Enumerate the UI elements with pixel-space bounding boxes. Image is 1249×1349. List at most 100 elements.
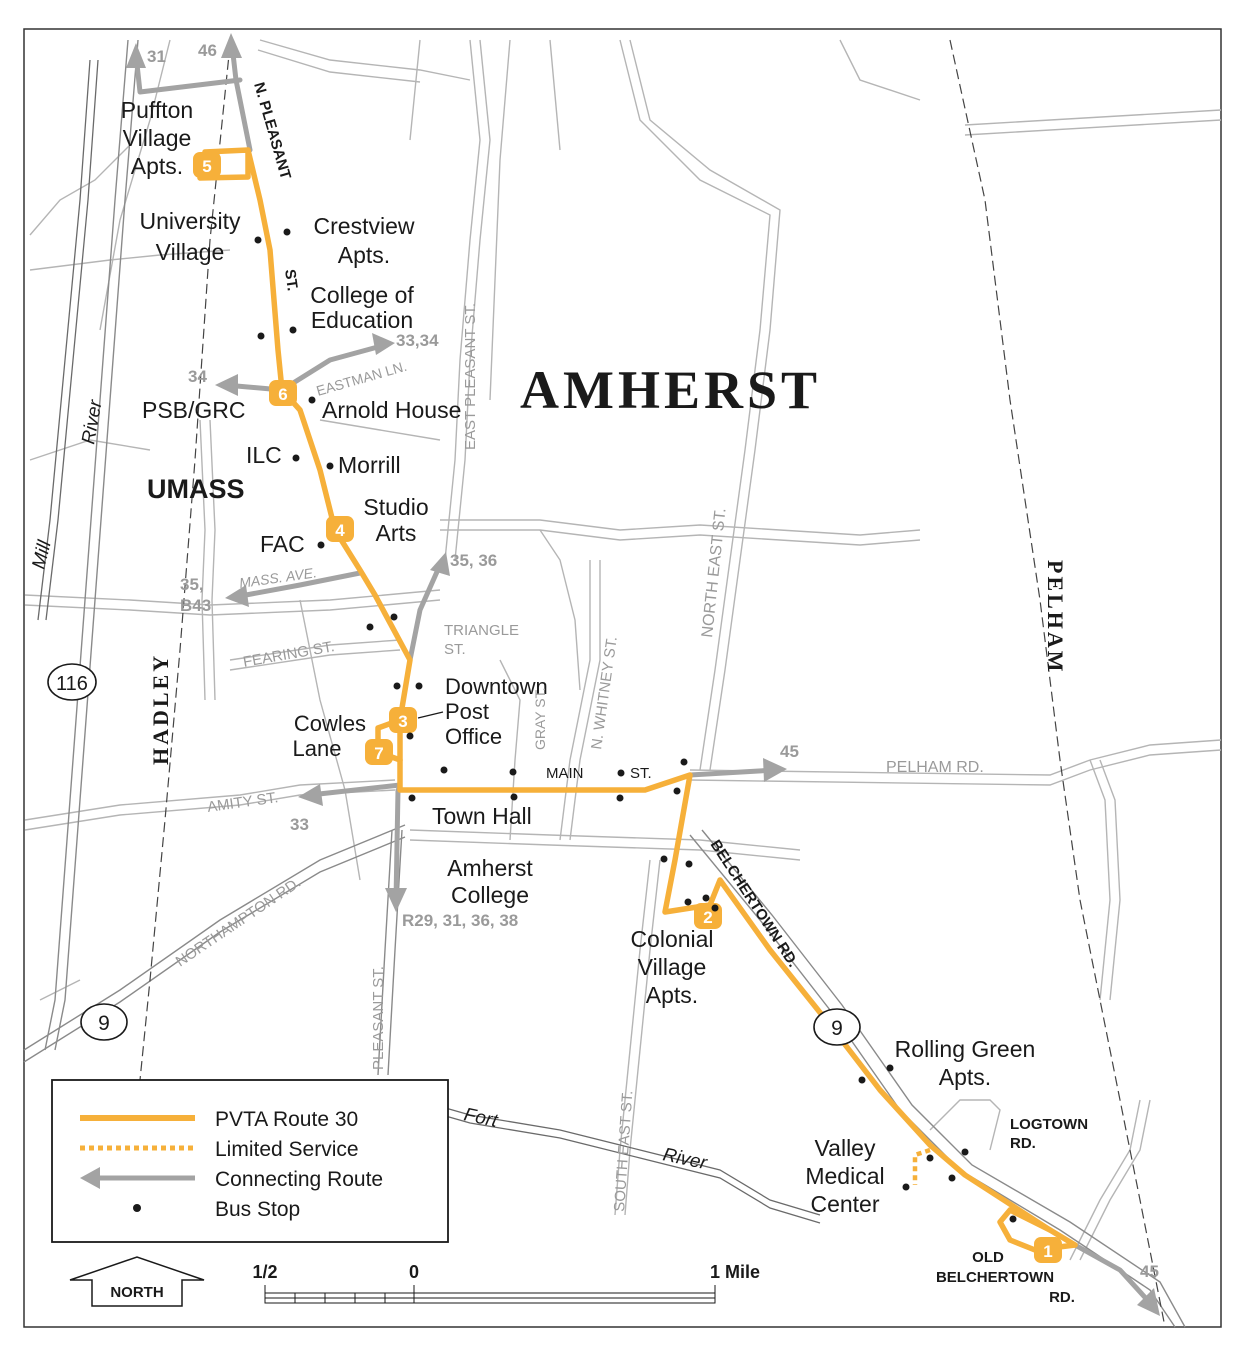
svg-text:Puffton: Puffton: [121, 97, 193, 123]
legend-bus-stop: Bus Stop: [215, 1198, 300, 1221]
conn-label-35-b43: 35, B43: [180, 575, 211, 615]
place-arnold-house: Arnold House: [322, 397, 461, 423]
scale-bar: 1/2 0 1 Mile: [252, 1262, 760, 1304]
svg-text:Amherst: Amherst: [447, 855, 533, 881]
legend-route: PVTA Route 30: [215, 1108, 358, 1131]
street-triangle-st: TRIANGLE ST.: [444, 622, 519, 658]
svg-text:Apts.: Apts.: [338, 242, 390, 268]
stop-marker-4[interactable]: 4: [326, 516, 354, 542]
svg-text:9: 9: [98, 1012, 110, 1035]
svg-text:9: 9: [831, 1017, 843, 1040]
town-boundaries: [139, 39, 1166, 1328]
street-main-st: ST.: [630, 765, 652, 782]
rivers: [37, 59, 821, 1224]
place-morrill: Morrill: [338, 452, 401, 478]
svg-text:Village: Village: [638, 954, 707, 980]
svg-text:Center: Center: [810, 1191, 879, 1217]
conn-label-31: 31: [147, 47, 166, 66]
svg-text:Post: Post: [445, 699, 489, 724]
svg-text:BELCHERTOWN: BELCHERTOWN: [936, 1269, 1054, 1286]
svg-text:Colonial: Colonial: [630, 926, 713, 952]
conn-label-34: 34: [188, 367, 207, 386]
place-colonial-village: Colonial Village Apts.: [630, 926, 713, 1008]
svg-text:College of: College of: [310, 282, 414, 308]
north-arrow: NORTH: [69, 1256, 205, 1307]
svg-text:ST.: ST.: [444, 641, 466, 658]
svg-text:RD.: RD.: [1049, 1289, 1075, 1306]
place-cowles-lane: Cowles Lane: [293, 711, 367, 761]
svg-text:Downtown: Downtown: [445, 674, 548, 699]
stop-marker-1[interactable]: 1: [1034, 1237, 1062, 1263]
route-9-shield-west: 9: [80, 1003, 128, 1041]
svg-text:Crestview: Crestview: [314, 213, 415, 239]
street-n-pleasant-st: ST.: [281, 268, 301, 292]
street-main: MAIN: [546, 765, 584, 782]
legend-limited: Limited Service: [215, 1138, 359, 1161]
conn-label-33: 33: [290, 815, 309, 834]
svg-text:7: 7: [374, 744, 383, 763]
place-crestview: Crestview Apts.: [314, 213, 415, 268]
bus-stop-dots: [254, 228, 1017, 1223]
route-116-shield: 116: [47, 663, 97, 701]
place-rolling-green: Rolling Green Apts.: [895, 1036, 1036, 1090]
street-east-pleasant: EAST PLEASANT ST.: [462, 303, 479, 450]
svg-text:116: 116: [56, 673, 88, 695]
street-pelham-rd: PELHAM RD.: [886, 759, 984, 776]
post-office-leader: [417, 711, 444, 719]
conn-label-35-36: 35, 36: [450, 551, 497, 570]
svg-text:Office: Office: [445, 724, 502, 749]
svg-text:Valley: Valley: [815, 1135, 876, 1161]
stop-marker-3[interactable]: 3: [389, 707, 417, 733]
stop-marker-6[interactable]: 6: [269, 380, 297, 406]
svg-text:4: 4: [335, 521, 345, 540]
svg-text:Lane: Lane: [293, 736, 342, 761]
stop-marker-5[interactable]: 5: [193, 152, 221, 178]
street-old-belchertown-rd: OLD BELCHERTOWN RD.: [936, 1249, 1075, 1306]
svg-text:Village: Village: [156, 239, 225, 265]
place-amherst-college: Amherst College: [447, 855, 533, 908]
legend-connecting: Connecting Route: [215, 1168, 383, 1191]
svg-text:Apts.: Apts.: [939, 1064, 991, 1090]
town-label-amherst: AMHERST: [520, 360, 821, 420]
place-studio-arts: Studio Arts: [363, 494, 428, 546]
svg-text:Cowles: Cowles: [294, 711, 366, 736]
svg-text:RD.: RD.: [1010, 1135, 1036, 1152]
pleasant-st-south: [377, 829, 403, 1076]
route-9-shield-east: 9: [813, 1008, 861, 1046]
town-label-pelham: PELHAM: [1043, 560, 1068, 675]
numbered-stops: 1 2 3 4 5 6 7: [193, 152, 1062, 1263]
conn-label-33-34: 33,34: [396, 331, 439, 350]
place-university-village: University Village: [140, 208, 241, 265]
svg-text:Medical: Medical: [805, 1163, 884, 1189]
conn-label-46: 46: [198, 41, 217, 60]
svg-text:University: University: [140, 208, 241, 234]
svg-text:1: 1: [1043, 1242, 1052, 1261]
svg-text:Arts: Arts: [376, 520, 417, 546]
svg-text:5: 5: [202, 157, 211, 176]
svg-text:B43: B43: [180, 596, 211, 615]
svg-text:0: 0: [409, 1262, 419, 1282]
svg-text:College: College: [451, 882, 529, 908]
svg-text:Village: Village: [123, 125, 192, 151]
conn-label-45-main: 45: [780, 742, 799, 761]
svg-text:3: 3: [398, 712, 407, 731]
umass-label: UMASS: [147, 474, 245, 504]
svg-text:6: 6: [278, 385, 287, 404]
street-logtown-rd: LOGTOWN RD.: [1010, 1116, 1088, 1152]
legend: PVTA Route 30 Limited Service Connecting…: [51, 1079, 449, 1243]
town-label-hadley: HADLEY: [148, 653, 173, 765]
svg-text:35,: 35,: [180, 575, 204, 594]
svg-text:Apts.: Apts.: [131, 153, 183, 179]
svg-text:Rolling Green: Rolling Green: [895, 1036, 1036, 1062]
background-roads: [24, 39, 1222, 1261]
stop-marker-7[interactable]: 7: [365, 739, 393, 765]
svg-text:TRIANGLE: TRIANGLE: [444, 622, 519, 639]
street-gray-st: GRAY ST.: [532, 687, 548, 750]
connecting-arrowheads: [126, 33, 1160, 1316]
place-college-of-education: College of Education: [310, 282, 414, 333]
svg-text:Studio: Studio: [363, 494, 428, 520]
place-psb-grc: PSB/GRC: [142, 397, 246, 423]
place-downtown-post-office: Downtown Post Office: [445, 674, 548, 749]
svg-text:1 Mile: 1 Mile: [710, 1262, 760, 1282]
